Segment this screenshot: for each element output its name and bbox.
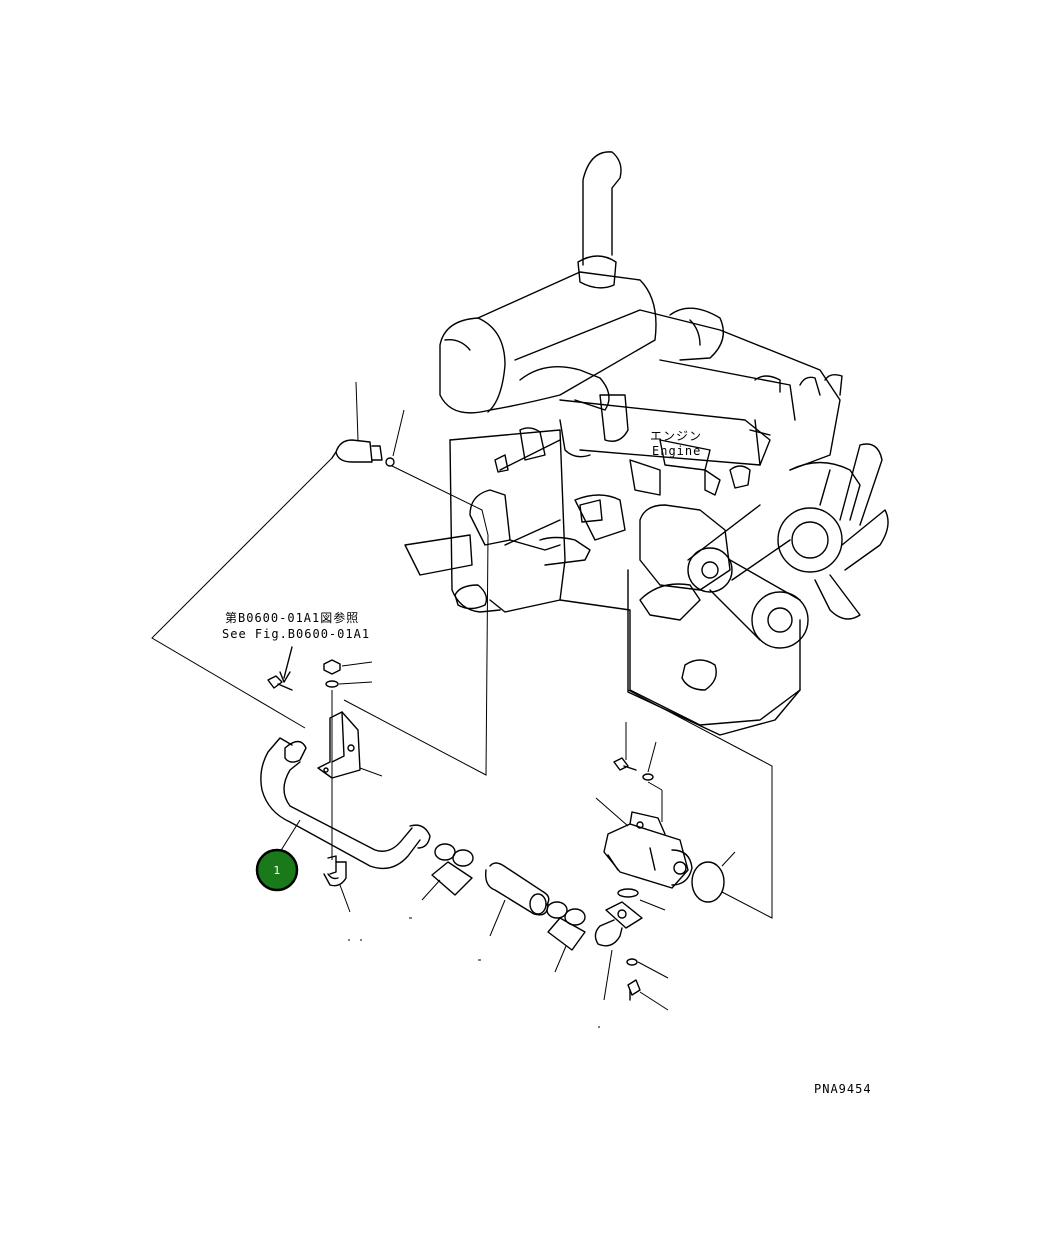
arrow-head — [279, 671, 291, 683]
leader-line — [639, 991, 669, 1011]
leader-line — [421, 879, 441, 901]
leader-line — [595, 797, 629, 827]
leader-line — [554, 945, 567, 973]
dimension-ticks — [348, 917, 600, 1028]
engine-label-jp: エンジン — [650, 429, 702, 443]
bolt — [267, 675, 293, 691]
elbow-fitting — [331, 439, 395, 467]
leader-line — [392, 409, 405, 457]
leader-line — [603, 949, 613, 1001]
thermostat-housing — [603, 811, 693, 889]
main-hose — [260, 737, 431, 870]
leader-line — [338, 681, 373, 685]
o-ring — [691, 861, 725, 903]
leader-line — [359, 767, 383, 777]
engine-assembly — [404, 151, 889, 736]
callout-number: 1 — [274, 864, 281, 877]
engine-label-en: Engine — [652, 444, 701, 458]
callout-circle[interactable] — [255, 848, 299, 892]
leader-line — [647, 781, 663, 791]
leader-line — [639, 899, 666, 911]
connection-lines — [151, 457, 773, 919]
leader-line — [355, 381, 359, 441]
leader-line — [339, 884, 351, 913]
leader-line — [637, 961, 669, 979]
bolt — [626, 958, 641, 1001]
leader-line — [489, 899, 506, 937]
reference-label-jp: 第B0600-01A1図参照 — [225, 610, 359, 625]
small-elbow — [323, 855, 347, 887]
leader-line — [647, 741, 657, 773]
reference-arrow — [283, 646, 293, 679]
hose-clamp — [546, 901, 586, 951]
nut-washer — [323, 659, 341, 688]
straight-hose — [485, 862, 550, 916]
callout-1[interactable]: 1 — [255, 848, 299, 892]
leader-line — [721, 851, 736, 867]
bolt — [613, 757, 654, 781]
reference-label-en: See Fig.B0600-01A1 — [222, 627, 370, 641]
bracket — [317, 711, 361, 779]
leader-line — [341, 661, 373, 667]
drawing-id: PNA9454 — [814, 1082, 872, 1096]
flange-pipe — [594, 888, 643, 947]
hose-clamp — [431, 843, 474, 896]
